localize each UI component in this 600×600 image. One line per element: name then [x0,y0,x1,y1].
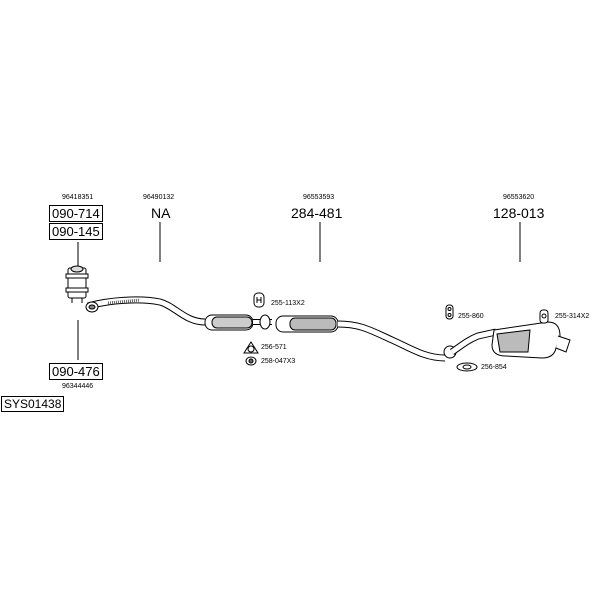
front-muffler-shape [204,314,254,331]
accessory-label-hanger[interactable]: 255-860 [458,313,484,320]
part-number[interactable]: 128-013 [493,205,545,221]
ring-icon [245,356,257,366]
part-number-box[interactable]: 090-145 [49,223,103,240]
ref-number: 96344446 [62,383,94,390]
gasket-icon [243,341,259,354]
center-pipe-shape [253,314,446,362]
accessory-label-rubber-hanger[interactable]: 255-314X2 [555,313,590,320]
part-number-box[interactable]: 090-714 [49,205,103,222]
gasket-oval-icon [456,362,478,372]
accessory-label-gasket-rear[interactable]: 256-854 [481,364,507,371]
part-number-box[interactable]: 090-476 [49,363,103,380]
ref-number: 96553593 [303,194,335,201]
system-code-box: SYS01438 [1,396,65,412]
accessory-label-ring[interactable]: 258-047X3 [261,358,296,365]
ref-number: 96553620 [503,194,535,201]
manifold-converter-shape [65,265,89,303]
accessory-label-gasket[interactable]: 256-571 [261,344,287,351]
clamp-icon [253,292,265,308]
accessory-label-clamp[interactable]: 255-113X2 [271,300,305,307]
hanger-icon [445,304,454,320]
ref-number: 96490132 [143,194,175,201]
part-number[interactable]: 284-481 [291,205,343,221]
rear-muffler-shape [443,321,571,359]
rubber-hanger-icon [539,309,549,324]
front-pipe-shape [85,296,206,326]
part-number[interactable]: NA [151,205,171,221]
ref-number: 96418351 [62,194,94,201]
